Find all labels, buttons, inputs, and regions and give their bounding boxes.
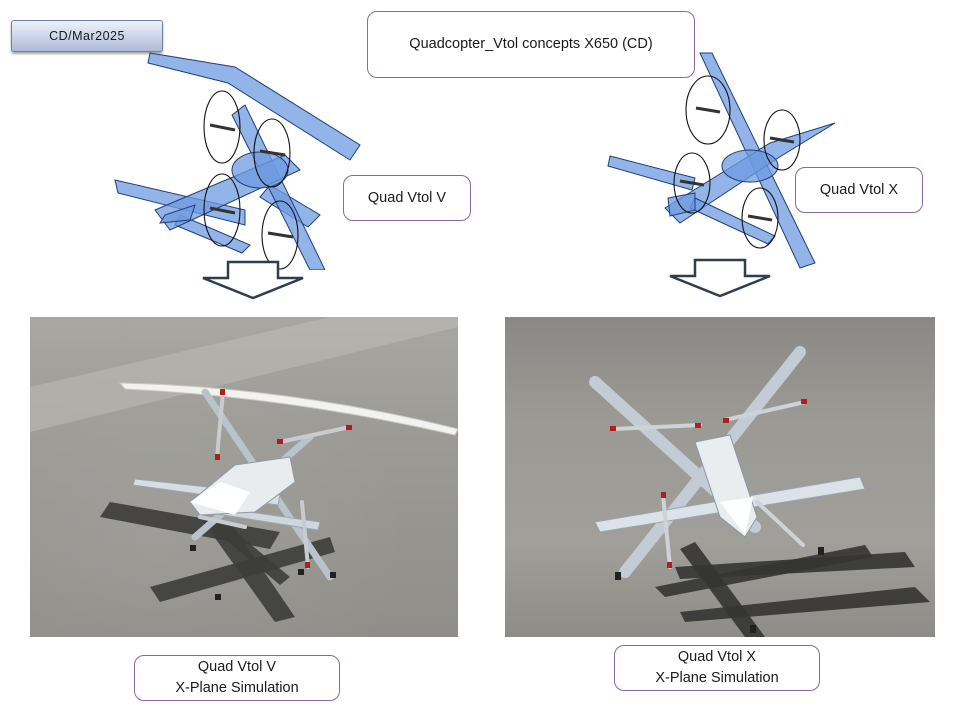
quad-vtol-v-sketch — [110, 45, 370, 270]
down-arrow-icon — [665, 258, 775, 298]
quad-vtol-v-simulation-render — [30, 317, 458, 637]
caption-title: Quad Vtol V — [197, 659, 277, 675]
down-arrow-icon — [198, 260, 308, 300]
caption-subtitle: X-Plane Simulation — [655, 670, 779, 686]
caption-quad-vtol-v-simulation: Quad Vtol V X-Plane Simulation — [134, 655, 340, 701]
label-quad-vtol-v: Quad Vtol V — [343, 175, 471, 221]
date-badge: CD/Mar2025 — [11, 20, 163, 52]
quad-vtol-x-simulation-render — [505, 317, 935, 637]
caption-quad-vtol-x-simulation: Quad Vtol X X-Plane Simulation — [614, 645, 820, 691]
quad-vtol-x-sketch — [600, 48, 850, 273]
caption-title: Quad Vtol X — [677, 649, 757, 665]
page-title: Quadcopter_Vtol concepts X650 (CD) — [367, 11, 695, 78]
caption-subtitle: X-Plane Simulation — [175, 680, 299, 696]
label-quad-vtol-x: Quad Vtol X — [795, 167, 923, 213]
